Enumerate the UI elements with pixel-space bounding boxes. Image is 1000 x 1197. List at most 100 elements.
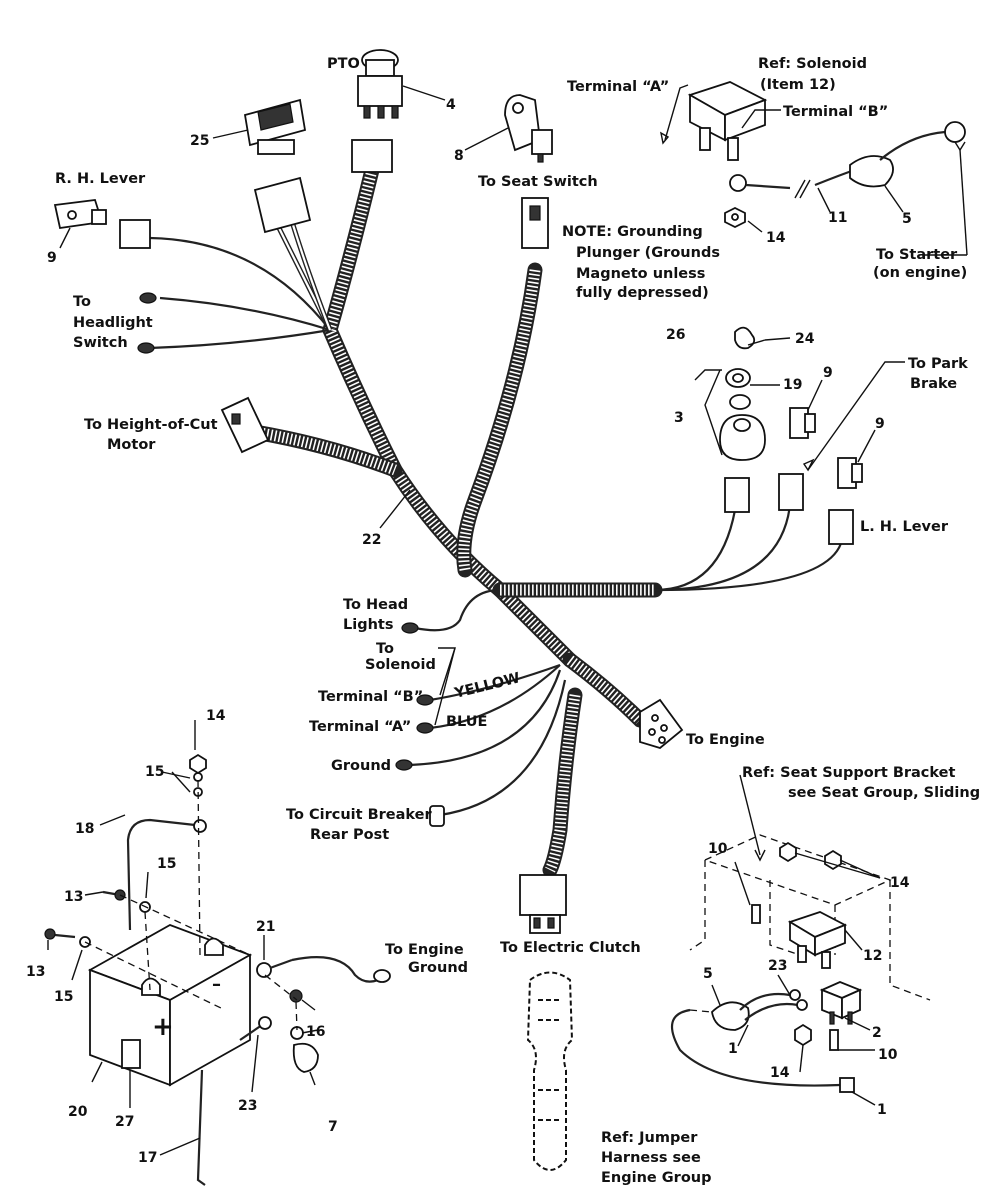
callout-5-bracket: 5 xyxy=(703,966,713,982)
hold-down-rod-17 xyxy=(196,1069,206,1186)
label-to-hoc: To Height-of-Cut xyxy=(84,417,218,433)
circuit-breaker-2 xyxy=(819,981,863,1025)
label-rear-post: Rear Post xyxy=(310,827,389,843)
callout-9-lh: 9 xyxy=(875,416,885,432)
headlight-switch-25 xyxy=(243,98,307,155)
callout-numbers: 4 25 8 11 5 14 9 26 24 19 3 9 9 22 14 15… xyxy=(26,97,912,1166)
callout-26: 26 xyxy=(666,327,685,343)
callout-14-top: 14 xyxy=(766,230,786,246)
label-to-solenoid-1: To xyxy=(376,641,394,657)
ignition-washer-19 xyxy=(729,394,751,410)
label-to-starter: To Starter xyxy=(876,247,958,263)
label-terminal-b-top: Terminal “B” xyxy=(783,104,888,120)
hoc-motor-connector xyxy=(220,396,270,454)
label-ref-jumper: Ref: Jumper xyxy=(601,1130,698,1146)
label-to-electric-clutch: To Electric Clutch xyxy=(500,940,641,956)
battery-20 xyxy=(87,924,253,1087)
callout-24: 24 xyxy=(795,331,815,347)
label-hoc-motor: Motor xyxy=(107,437,156,453)
callout-23-bracket: 23 xyxy=(768,958,787,974)
battery-minus-sign: – xyxy=(212,974,221,995)
solenoid-12 xyxy=(787,911,848,969)
label-note-3: Magneto unless xyxy=(576,266,705,282)
label-to-headlight-3: Switch xyxy=(73,335,128,351)
label-note-2: Plunger (Grounds xyxy=(576,245,720,261)
solenoid-ref xyxy=(687,81,768,161)
label-see-seat-group: see Seat Group, Sliding xyxy=(788,785,980,801)
pto-switch xyxy=(357,49,403,119)
battery-plus-sign: + xyxy=(152,1012,174,1042)
starter-cable-br xyxy=(670,989,855,1093)
label-to-headlight-2: Headlight xyxy=(73,315,153,331)
ignition-switch-3 xyxy=(719,414,766,461)
label-brake: Brake xyxy=(910,376,957,392)
label-lights: Lights xyxy=(343,617,393,633)
callout-18: 18 xyxy=(75,821,94,837)
label-harness-see: Harness see xyxy=(601,1150,701,1166)
callout-20: 20 xyxy=(68,1104,88,1120)
electric-clutch-connector xyxy=(519,874,567,934)
callout-14-battery: 14 xyxy=(206,708,226,724)
engine-connector xyxy=(639,698,684,749)
rh-lever-switch-9 xyxy=(53,199,107,230)
callout-10-top: 10 xyxy=(708,841,728,857)
label-ref-solenoid-item: (Item 12) xyxy=(760,77,836,93)
label-to-engine: To Engine xyxy=(686,732,765,748)
solenoid-cable-11-5 xyxy=(729,121,966,199)
headlight-terminals xyxy=(137,292,157,354)
branch-wires xyxy=(149,214,844,817)
label-engine-group: Engine Group xyxy=(601,1170,712,1186)
label-ground: Ground xyxy=(331,758,391,774)
callout-8: 8 xyxy=(454,148,464,164)
label-yellow: YELLOW xyxy=(452,670,522,702)
callout-4: 4 xyxy=(446,97,456,113)
park-brake-switch-9a xyxy=(789,407,816,439)
label-to-engine-ground-2: Ground xyxy=(408,960,468,976)
callout-14-bracket: 14 xyxy=(890,875,910,891)
callout-25: 25 xyxy=(190,133,209,149)
callout-21: 21 xyxy=(256,919,275,935)
callout-17: 17 xyxy=(138,1150,157,1166)
callout-15-mid: 15 xyxy=(157,856,176,872)
callout-22: 22 xyxy=(362,532,381,548)
callout-19: 19 xyxy=(783,377,802,393)
ignition-key-26 xyxy=(734,326,766,350)
label-rh-lever: R. H. Lever xyxy=(55,171,146,187)
label-on-engine: (on engine) xyxy=(873,265,967,281)
main-harness-22 xyxy=(247,162,663,878)
callout-5-top: 5 xyxy=(902,211,912,227)
label-to-solenoid-2: Solenoid xyxy=(365,657,436,673)
jumper-harness-ref xyxy=(526,971,574,1171)
callout-1-top: 1 xyxy=(728,1041,738,1057)
callout-27: 27 xyxy=(115,1114,134,1130)
battery-dashed-guides xyxy=(84,779,298,1031)
callout-7: 7 xyxy=(328,1119,338,1135)
label-to-seat-switch: To Seat Switch xyxy=(478,174,598,190)
seat-switch-connector xyxy=(521,197,549,249)
callout-23-battery: 23 xyxy=(238,1098,257,1114)
callout-1-bottom: 1 xyxy=(877,1102,887,1118)
label-terminal-a-top: Terminal “A” xyxy=(567,79,669,95)
connector-block-top xyxy=(351,139,393,173)
callout-2: 2 xyxy=(872,1025,882,1041)
nut-14-top xyxy=(724,206,746,229)
hold-down-rod-18 xyxy=(126,818,207,931)
callout-11: 11 xyxy=(828,210,847,226)
label-terminal-b-bottom: Terminal “B” xyxy=(318,689,423,705)
connector-hoc-left xyxy=(253,176,312,234)
lower-terminals xyxy=(395,622,445,827)
callout-13-mid: 13 xyxy=(64,889,83,905)
callout-14-bracket-low: 14 xyxy=(770,1065,790,1081)
label-ref-solenoid: Ref: Solenoid xyxy=(758,56,867,72)
label-note-4: fully depressed) xyxy=(576,285,709,301)
ignition-nut-24 xyxy=(725,368,751,388)
label-to-headlight-1: To xyxy=(73,294,91,310)
label-to-head: To Head xyxy=(343,597,408,613)
seat-switch-8 xyxy=(504,94,553,163)
leader-lines xyxy=(47,84,968,1156)
label-note-1: NOTE: Grounding xyxy=(562,224,703,240)
callout-9-rh: 9 xyxy=(47,250,57,266)
label-to-park: To Park xyxy=(908,356,968,372)
callout-15-left: 15 xyxy=(54,989,73,1005)
